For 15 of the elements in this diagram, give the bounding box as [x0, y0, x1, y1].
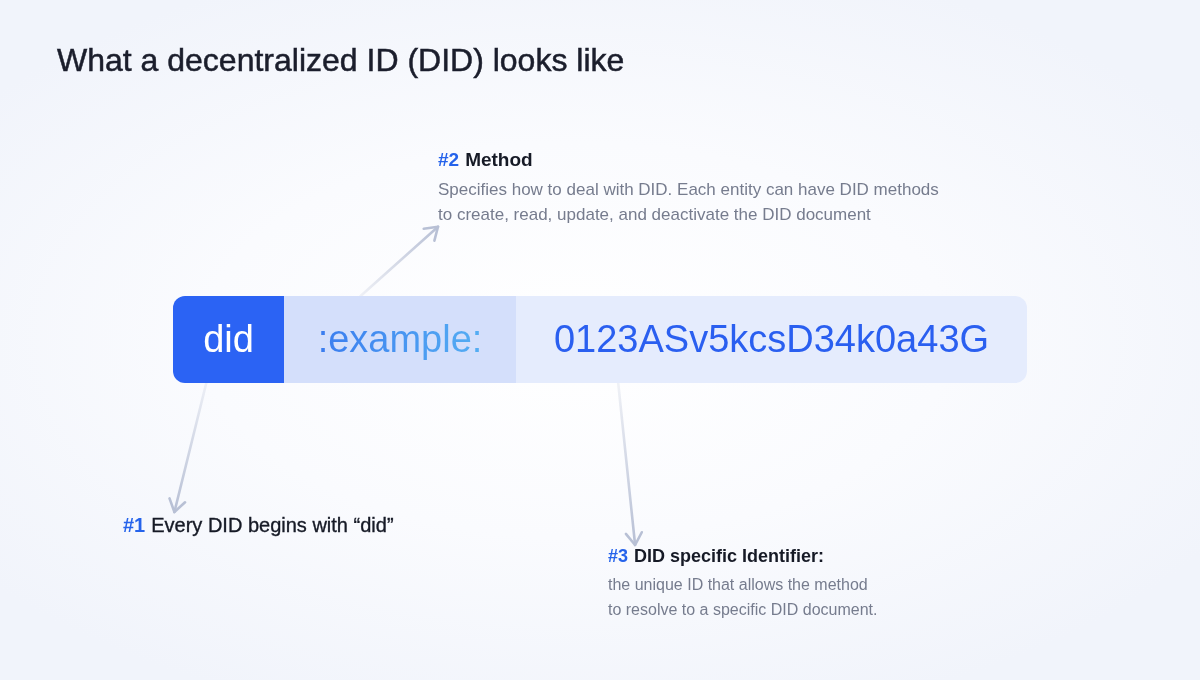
callout-heading: Every DID begins with “did” — [151, 514, 394, 536]
callout-number: #3 — [608, 546, 629, 566]
callout-text: the unique ID that allows the method to resolve to a specific DID document. — [608, 575, 879, 621]
callout-number: #1 — [123, 514, 146, 536]
arrow — [359, 225, 440, 298]
arrow — [168, 381, 208, 514]
scheme-segment: did — [173, 296, 284, 383]
method-segment: :example: — [284, 296, 516, 383]
arrow — [616, 381, 644, 547]
callout-text: Specifies how to deal with DID. Each entity can have DID methods to create, read, update, and deactivate the DID document — [438, 178, 940, 226]
identifier-segment: 0123ASv5kcsD34k0a43G — [516, 296, 1027, 383]
callout-heading: DID specific Identifier: — [634, 546, 825, 566]
callout-number: #2 — [438, 149, 460, 170]
diagram-title: What a decentralized ID (DID) looks like — [57, 42, 625, 79]
callout-heading: Method — [465, 149, 533, 170]
